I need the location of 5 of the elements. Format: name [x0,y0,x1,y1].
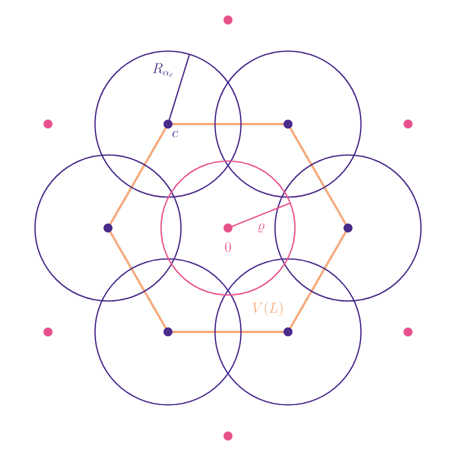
math-label: $\varrho$ [258,223,264,232]
math-label: $0$ [225,242,231,252]
math-label: $R_{\alpha_c}$ [152,63,173,77]
math-label: $c$ [172,130,178,138]
math-label: $V(L)$ [252,302,283,316]
